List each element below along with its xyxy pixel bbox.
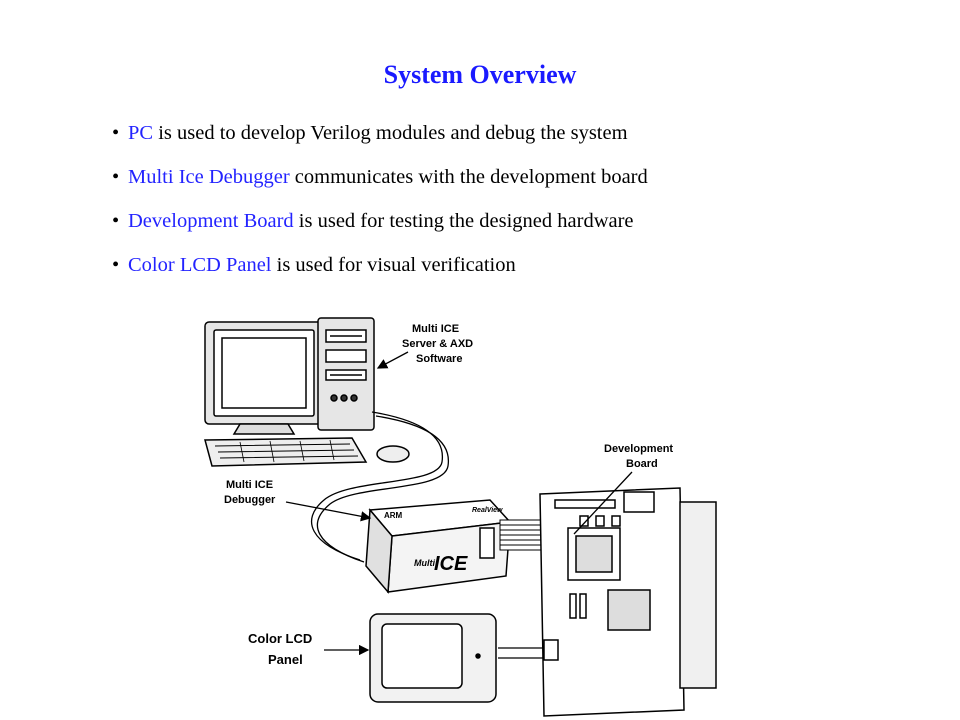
label-lcd-line-2: Panel xyxy=(268,652,303,667)
label-debugger-line-2: Debugger xyxy=(224,494,276,506)
device-brand: ARM xyxy=(384,511,403,520)
arrow-board xyxy=(573,471,633,535)
mouse xyxy=(376,445,410,463)
multi-ice-device xyxy=(365,499,512,594)
bullet-highlight: Color LCD Panel xyxy=(128,254,272,276)
label-software-line-2: Server & AXD xyxy=(402,338,473,350)
label-software-line-3: Software xyxy=(416,353,462,365)
pc-illustration xyxy=(204,317,410,467)
development-board xyxy=(539,487,717,717)
bullet-lcd: • Color LCD Panel is used for visual veri… xyxy=(112,252,648,296)
bullet-dot: • xyxy=(112,122,120,144)
bullet-text: is used to develop Verilog modules and d… xyxy=(153,122,628,144)
bullet-text: is used for testing the designed hardwar… xyxy=(293,210,634,232)
cables xyxy=(310,411,548,659)
label-lcd: Color LCD Panel xyxy=(248,631,312,667)
bullet-highlight: Multi Ice Debugger xyxy=(128,166,290,188)
label-board-line-1: Development xyxy=(604,443,673,455)
bullet-debugger: • Multi Ice Debugger communicates with th… xyxy=(112,164,648,208)
monitor xyxy=(204,321,324,435)
bullet-list: • PC is used to develop Verilog modules a… xyxy=(112,120,648,296)
label-lcd-line-1: Color LCD xyxy=(248,631,312,646)
label-debugger-line-1: Multi ICE xyxy=(226,479,273,491)
bullet-text: is used for visual verification xyxy=(271,254,516,276)
label-software: Multi ICE Server & AXD Software xyxy=(402,323,473,365)
bullet-highlight: Development Board xyxy=(128,210,294,232)
arrow-software xyxy=(376,351,409,369)
label-debugger: Multi ICE Debugger xyxy=(224,479,276,506)
arrow-debugger xyxy=(285,501,372,522)
bullet-dot: • xyxy=(112,166,120,188)
bullet-highlight: PC xyxy=(128,122,154,144)
bullet-pc: • PC is used to develop Verilog modules a… xyxy=(112,120,648,164)
label-board-line-2: Board xyxy=(626,458,658,470)
label-board: Development Board xyxy=(604,443,673,470)
bullet-board: • Development Board is used for testing t… xyxy=(112,208,648,252)
page-title: System Overview xyxy=(383,60,577,89)
bullet-text: communicates with the development board xyxy=(289,166,648,188)
device-product: RealView xyxy=(472,507,503,514)
device-logo-prefix: Multi xyxy=(414,558,435,568)
bullet-dot: • xyxy=(112,254,120,276)
label-software-line-1: Multi ICE xyxy=(412,323,459,335)
keyboard xyxy=(204,437,368,467)
bullet-dot: • xyxy=(112,210,120,232)
device-logo-main: ICE xyxy=(434,553,468,575)
pc-tower xyxy=(317,317,375,431)
color-lcd-panel xyxy=(369,613,497,703)
